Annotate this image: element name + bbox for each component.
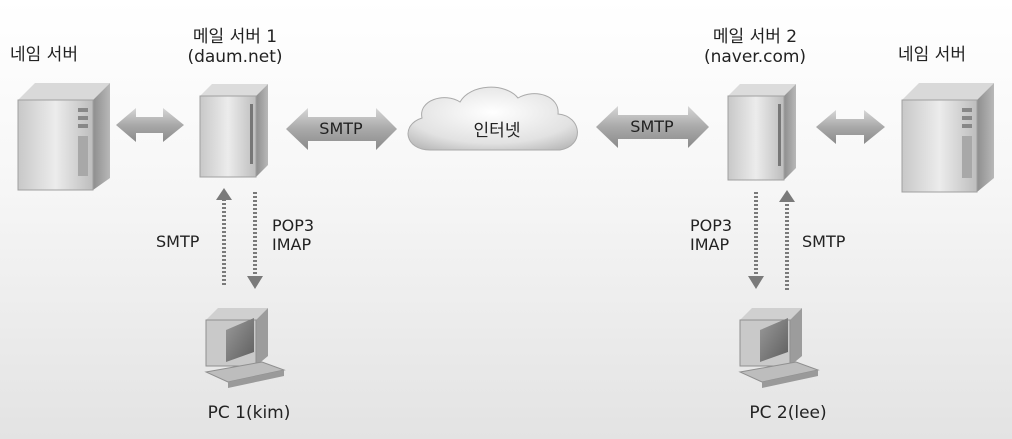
pc1-protocol-label: POP3 IMAP [272,216,314,254]
double-arrow-right [816,110,885,144]
mail-server-2-title: 메일 서버 2 [712,27,798,47]
pc2-computer-icon [738,308,820,388]
internet-cloud-icon [407,86,578,151]
pc1-receive-arrow [247,192,263,289]
name-server-right-label: 네임 서버 [898,45,966,65]
pc1-smtp-label: SMTP [156,232,200,251]
smtp-label-server1-internet: SMTP [319,119,363,138]
pc1-imap-label: IMAP [272,235,312,254]
pc2-label: PC 2(lee) [749,403,827,423]
mail-server-2-icon [727,84,796,181]
pc2-receive-arrow [748,192,764,289]
pc2-smtp-label: SMTP [802,232,846,251]
mail-server-1-label: 메일 서버 1 (daum.net) [187,22,282,67]
pc1-send-arrow [216,188,232,285]
pc1-pop3-label: POP3 [272,216,315,235]
name-server-right-icon [901,83,994,193]
pc1-computer-icon [204,308,286,388]
mail-server-2-domain: (naver.com) [703,47,807,67]
mail-server-2-label: 메일 서버 2 (naver.com) [704,22,806,67]
name-server-left-label: 네임 서버 [10,45,78,65]
mail-server-1-title: 메일 서버 1 [192,27,278,47]
pc1-label: PC 1(kim) [207,403,291,423]
double-arrow-left [116,108,184,142]
mail-server-1-icon [199,84,268,178]
pc2-protocol-label: POP3 IMAP [690,216,732,254]
smtp-label-internet-server2: SMTP [630,117,674,136]
mail-server-1-domain: (daum.net) [187,47,283,67]
smtp-arrow-internet-server2 [596,106,709,148]
pc2-send-arrow [779,190,795,290]
smtp-arrow-server1-internet [286,108,397,150]
pc2-pop3-label: POP3 [690,216,733,235]
internet-label: 인터넷 [473,121,521,141]
name-server-left-icon [17,83,110,191]
pc2-imap-label: IMAP [690,235,730,254]
